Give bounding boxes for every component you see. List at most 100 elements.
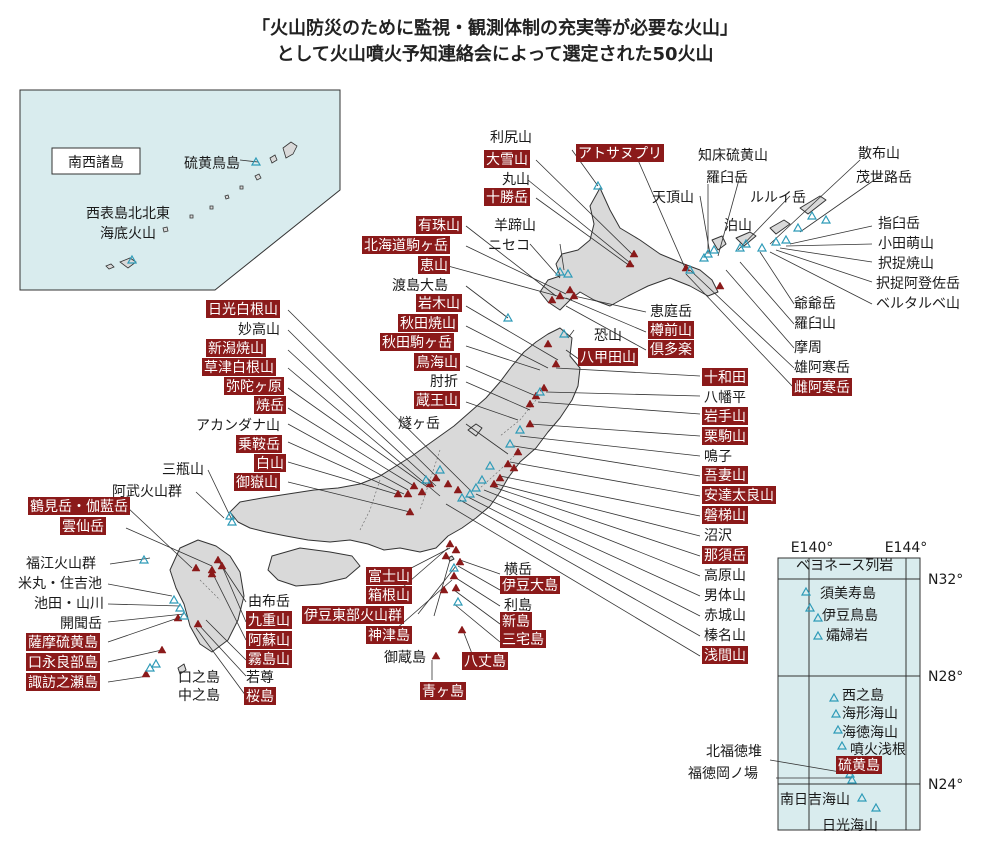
volcano-label: 桜島 (246, 689, 274, 705)
selected-label-bg (60, 517, 106, 535)
volcano-label: 丸山 (502, 172, 530, 188)
volcano-label: 日光白根山 (208, 302, 278, 318)
selected-label-bg (302, 606, 404, 624)
volcano-marker (144, 662, 156, 672)
volcano-marker (525, 399, 535, 408)
volcano-label: 蔵王山 (416, 393, 458, 409)
volcano-marker (830, 708, 842, 718)
volcano-marker (804, 602, 816, 612)
selected-label-bg (702, 486, 776, 504)
volcano-marker (534, 386, 546, 396)
volcano-marker (456, 492, 468, 502)
volcano-marker (484, 460, 496, 470)
selected-label-bg (254, 454, 286, 472)
selected-label-bg (206, 300, 280, 318)
volcano-marker (558, 328, 570, 338)
volcano-label: 鶴見岳・伽藍岳 (30, 498, 128, 515)
volcano-label: 鳥海山 (416, 355, 458, 371)
izu-inset-grid (778, 558, 920, 830)
selected-label-bg (462, 652, 508, 670)
volcano-marker (405, 507, 415, 516)
volcano-marker (836, 740, 848, 750)
volcano-marker (780, 234, 792, 244)
volcano-label: 択捉焼山 (878, 256, 934, 272)
volcano-marker (207, 569, 217, 578)
volcano-label: 沼沢 (704, 528, 732, 544)
volcano-marker (846, 774, 858, 784)
volcano-marker (525, 419, 535, 428)
volcano-label: 天頂山 (652, 190, 694, 206)
volcano-label: 米丸・住吉池 (18, 576, 102, 592)
volcano-label: 青ヶ島 (422, 684, 464, 700)
map-title-line2: として火山噴火予知連絡会によって選定された50火山 (276, 44, 714, 65)
volcano-label: 伊豆東部火山群 (304, 608, 402, 624)
volcano-label: 八甲田山 (580, 350, 636, 366)
volcano-marker (543, 339, 553, 348)
volcano-marker (503, 459, 513, 468)
volcano-label: 新島 (502, 614, 530, 630)
volcano-label: 安達太良山 (704, 488, 774, 504)
volcano-label: 那須岳 (704, 548, 746, 564)
volcano-label: 孀婦岩 (826, 627, 868, 644)
volcano-marker (820, 214, 832, 224)
volcano-marker (178, 610, 190, 620)
selected-label-bg (380, 333, 454, 351)
volcano-label: 硫黄島 (838, 757, 880, 774)
volcano-label: 北海道駒ヶ岳 (364, 238, 448, 254)
volcano-label: 諏訪之瀬島 (28, 675, 98, 691)
volcano-label: 日光海山 (822, 818, 878, 834)
volcano-marker (443, 479, 453, 488)
volcano-marker (539, 383, 549, 392)
volcano-label: 樽前山 (650, 322, 692, 339)
selected-label-bg (366, 626, 412, 644)
volcano-label: 十和田 (704, 370, 746, 386)
selected-label-bg (484, 150, 530, 168)
selected-label-bg (702, 506, 748, 524)
volcano-label: 有珠山 (418, 218, 460, 234)
volcano-marker (547, 295, 557, 304)
volcano-marker (224, 510, 236, 520)
volcano-label: 富士山 (368, 568, 410, 585)
volcano-label: 弥陀ヶ原 (226, 378, 282, 395)
volcano-marker (592, 180, 604, 190)
volcano-marker (250, 156, 262, 166)
volcano-label: 中之島 (178, 688, 220, 704)
volcano-label: 羊蹄山 (494, 217, 536, 234)
volcano-label: 西之島 (842, 688, 884, 704)
volcano-label: 須美寿島 (820, 585, 876, 602)
volcano-marker (141, 669, 151, 678)
volcano-marker (856, 792, 868, 802)
volcano-label: 海底火山 (100, 226, 156, 242)
volcano-marker (213, 555, 223, 564)
volcano-marker (157, 645, 167, 654)
selected-label-bg (246, 650, 292, 668)
lat-label-24: N24° (928, 777, 963, 793)
leader-lines (107, 149, 881, 779)
selected-label-bg (414, 391, 460, 409)
volcano-label: 新潟焼山 (208, 341, 264, 357)
selected-label-bg (398, 314, 458, 332)
volcano-marker (138, 554, 150, 564)
selected-label-bg (28, 497, 130, 515)
volcano-label: 口之島 (178, 670, 220, 686)
lat-label-32: N32° (928, 572, 963, 588)
volcano-label: 岩手山 (704, 409, 746, 425)
volcano-label: 吾妻山 (704, 468, 746, 484)
volcano-label: 羅臼岳 (706, 170, 748, 186)
selected-label-bg (416, 216, 462, 234)
volcano-marker (455, 557, 465, 566)
volcano-label: 九重山 (248, 613, 290, 629)
selected-label-bg (206, 339, 266, 357)
volcano-marker (792, 222, 804, 232)
selected-label-bg (792, 378, 852, 396)
volcano-label: 阿武火山群 (112, 484, 182, 500)
lat-label-28: N28° (928, 669, 963, 685)
volcano-marker (562, 268, 574, 278)
volcano-label: 利島 (504, 598, 532, 614)
selected-label-bg (254, 396, 286, 414)
volcano-label: 鳴子 (704, 449, 732, 465)
volcano-label: 岩木山 (418, 296, 460, 312)
volcano-label: 秋田焼山 (400, 316, 456, 332)
volcano-label: 高原山 (704, 567, 746, 584)
volcano-marker (431, 473, 441, 482)
